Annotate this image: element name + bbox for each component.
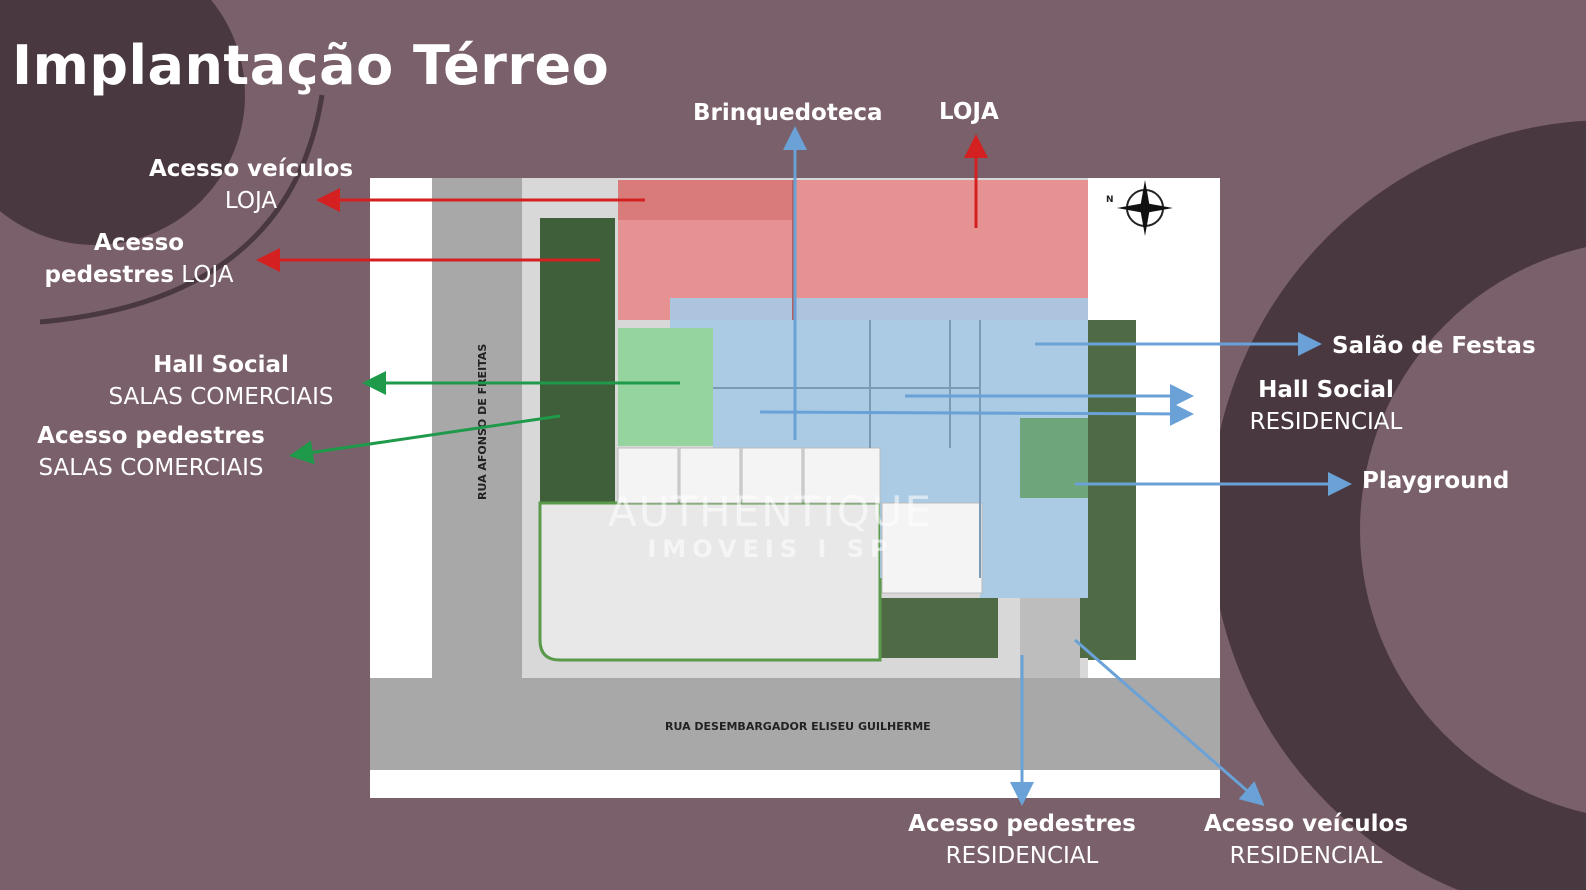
label-acesso-veiculos-residencial-line2: RESIDENCIAL [1229,843,1383,869]
unit-box-2 [679,447,741,504]
label-acesso-pedestres-loja-line2-normal: LOJA [181,262,234,288]
watermark-sub: IMOVEIS I SP [647,535,894,563]
label-acesso-veiculos-residencial: Acesso veículos RESIDENCIAL [1190,808,1422,872]
label-hall-social-residencial-line2: RESIDENCIAL [1249,409,1403,435]
label-salao-festas-text: Salão de Festas [1332,333,1536,359]
unit-box-4 [803,447,881,504]
compass-north-label: N [1106,195,1114,205]
garden-bottom-1 [880,598,998,658]
label-acesso-pedestres-residencial-line2: RESIDENCIAL [945,843,1099,869]
commercial-zone [618,328,713,446]
street-label-bottom: RUA DESEMBARGADOR ELISEU GUILHERME [665,720,931,733]
label-acesso-pedestres-loja: Acesso pedestres LOJA [36,227,242,291]
label-loja-top-text: LOJA [939,99,999,125]
label-acesso-veiculos-loja: Acesso veículos LOJA [148,153,354,217]
label-hall-social-salas-line2: SALAS COMERCIAIS [108,384,334,410]
arrow-acesso-veiculos-residencial [1074,638,1265,806]
label-hall-social-residencial-line1: Hall Social [1258,377,1394,403]
label-hall-social-salas: Hall Social SALAS COMERCIAIS [90,349,352,413]
label-hall-social-residencial: Hall Social RESIDENCIAL [1238,374,1414,438]
store-zone-top [618,180,793,220]
street-bottom-white [370,770,1220,798]
watermark-name: AUTHENTIQUE [608,487,934,536]
unit-box-1 [617,447,679,504]
unit-box-5 [881,502,983,594]
floor-plan-drawing [370,178,1220,798]
parking-zone [538,501,882,662]
label-acesso-pedestres-residencial: Acesso pedestres RESIDENCIAL [899,808,1145,872]
label-acesso-veiculos-loja-line1: Acesso veículos [148,156,354,182]
label-acesso-veiculos-loja-line2: LOJA [224,188,278,214]
label-acesso-veiculos-residencial-line1: Acesso veículos [1203,811,1409,837]
label-acesso-pedestres-salas-line1: Acesso pedestres [37,423,265,449]
garden-right [1088,320,1136,660]
label-playground-text: Playground [1362,468,1510,494]
watermark: AUTHENTIQUE IMOVEIS I SP [608,490,933,564]
label-acesso-pedestres-residencial-line1: Acesso pedestres [908,811,1136,837]
label-brinquedoteca-text: Brinquedoteca [693,100,883,126]
arrow-acesso-pedestres-salas [289,414,561,465]
driveway [1020,598,1080,678]
arrow-hall-residencial-2 [759,401,1194,426]
label-playground: Playground [1362,465,1509,497]
label-acesso-pedestres-loja-line2-bold: pedestres [44,262,174,288]
compass-icon [1117,180,1173,236]
label-salao-festas: Salão de Festas [1332,330,1536,362]
label-hall-social-salas-line1: Hall Social [153,352,289,378]
unit-box-3 [741,447,803,504]
label-brinquedoteca: Brinquedoteca [693,97,883,129]
garden-left [540,218,615,503]
label-loja-top: LOJA [939,96,999,128]
label-acesso-pedestres-loja-line1: Acesso [93,230,185,256]
label-acesso-pedestres-salas-line2: SALAS COMERCIAIS [38,455,264,481]
label-acesso-pedestres-salas: Acesso pedestres SALAS COMERCIAIS [20,420,282,484]
street-bottom-road [370,678,1220,770]
page-title: Implantação Térreo [12,34,610,97]
